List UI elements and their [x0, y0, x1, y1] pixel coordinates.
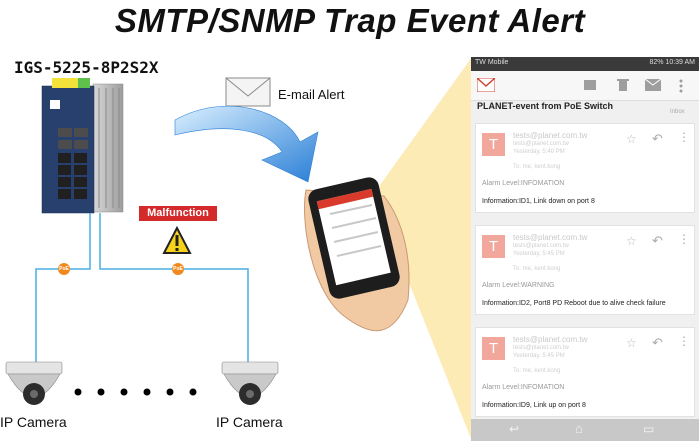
star-icon[interactable]: ☆ — [626, 132, 637, 146]
message-card[interactable]: T tests@planet.com.tw tests@planet.com.t… — [475, 123, 695, 213]
hand-phone-icon — [304, 177, 410, 332]
archive-icon[interactable] — [583, 79, 597, 91]
avatar: T — [482, 337, 505, 360]
message-recipients: To: me, kent.kong — [513, 164, 561, 170]
sender-email: tests@planet.com.tw — [513, 141, 569, 147]
more-icon[interactable]: ⋮ — [678, 232, 690, 246]
gmail-icon[interactable] — [477, 78, 495, 92]
star-icon[interactable]: ☆ — [626, 336, 637, 350]
more-options-icon[interactable] — [679, 79, 683, 93]
sender-name: tests@planet.com.tw — [513, 233, 588, 242]
avatar: T — [482, 133, 505, 156]
camera-right-icon — [221, 361, 279, 405]
alarm-level: Alarm Level:WARNING — [482, 282, 555, 289]
message-recipients: To: me, kent.kong — [513, 266, 561, 272]
sender-email: tests@planet.com.tw — [513, 243, 569, 249]
status-bar: TW Mobile 82% 10:39 AM — [471, 57, 699, 71]
more-icon[interactable]: ⋮ — [678, 130, 690, 144]
camera-label-left: IP Camera — [0, 414, 67, 430]
message-card[interactable]: T tests@planet.com.tw tests@planet.com.t… — [475, 225, 695, 315]
switch-model-label: IGS-5225-8P2S2X — [14, 58, 159, 77]
more-icon[interactable]: ⋮ — [678, 334, 690, 348]
alarm-information: Information:ID9, Link up on port 8 — [482, 402, 586, 409]
android-nav-bar: ↩ ⌂ ▭ — [471, 419, 699, 441]
sender-email: tests@planet.com.tw — [513, 345, 569, 351]
page-title: SMTP/SNMP Trap Event Alert — [114, 2, 586, 39]
sender-name: tests@planet.com.tw — [513, 335, 588, 344]
message-time: Yesterday, 5:40 PM — [513, 149, 565, 155]
poe-label-right: PoE — [173, 266, 183, 272]
zoom-beam — [380, 57, 472, 441]
inbox-tag: Inbox — [670, 109, 685, 115]
sender-name: tests@planet.com.tw — [513, 131, 588, 140]
battery-time: 82% 10:39 AM — [649, 59, 695, 66]
home-icon[interactable]: ⌂ — [575, 421, 583, 436]
mail-subject: PLANET-event from PoE Switch — [477, 101, 614, 111]
phone-screen: TW Mobile 82% 10:39 AM PLANET-event from… — [471, 57, 699, 441]
warning-icon — [162, 225, 192, 254]
reply-icon[interactable]: ↶ — [652, 233, 663, 248]
alarm-level: Alarm Level:INFOMATION — [482, 180, 565, 187]
mail-icon[interactable] — [645, 79, 661, 91]
alarm-level: Alarm Level:INFOMATION — [482, 384, 565, 391]
reply-icon[interactable]: ↶ — [652, 131, 663, 146]
alarm-information: Information:ID1, Link down on port 8 — [482, 198, 595, 205]
recent-apps-icon[interactable]: ▭ — [643, 422, 655, 436]
poe-dot-left — [58, 263, 70, 275]
switch-device — [41, 78, 124, 214]
camera-label-right: IP Camera — [216, 414, 283, 430]
reply-icon[interactable]: ↶ — [652, 335, 663, 350]
alarm-information: Information:ID2, Port8 PD Reboot due to … — [482, 300, 666, 307]
message-time: Yesterday, 5:45 PM — [513, 251, 565, 257]
malfunction-badge: Malfunction — [139, 206, 217, 221]
carrier-label: TW Mobile — [475, 59, 509, 66]
ellipsis-dots — [74, 388, 197, 396]
poe-dot-right — [172, 263, 184, 275]
poe-cables — [35, 213, 249, 362]
mail-toolbar — [471, 71, 699, 101]
message-recipients: To: me, kent.kong — [513, 368, 561, 374]
message-time: Yesterday, 5:45 PM — [513, 353, 565, 359]
alert-arrow-icon — [174, 105, 319, 183]
email-alert-label: E-mail Alert — [278, 87, 345, 102]
poe-label-left: PoE — [59, 266, 69, 272]
avatar: T — [482, 235, 505, 258]
camera-left-icon — [5, 361, 63, 405]
message-card[interactable]: T tests@planet.com.tw tests@planet.com.t… — [475, 327, 695, 417]
delete-icon[interactable] — [617, 78, 629, 92]
star-icon[interactable]: ☆ — [626, 234, 637, 248]
envelope-icon — [225, 77, 271, 107]
back-icon[interactable]: ↩ — [509, 422, 520, 436]
